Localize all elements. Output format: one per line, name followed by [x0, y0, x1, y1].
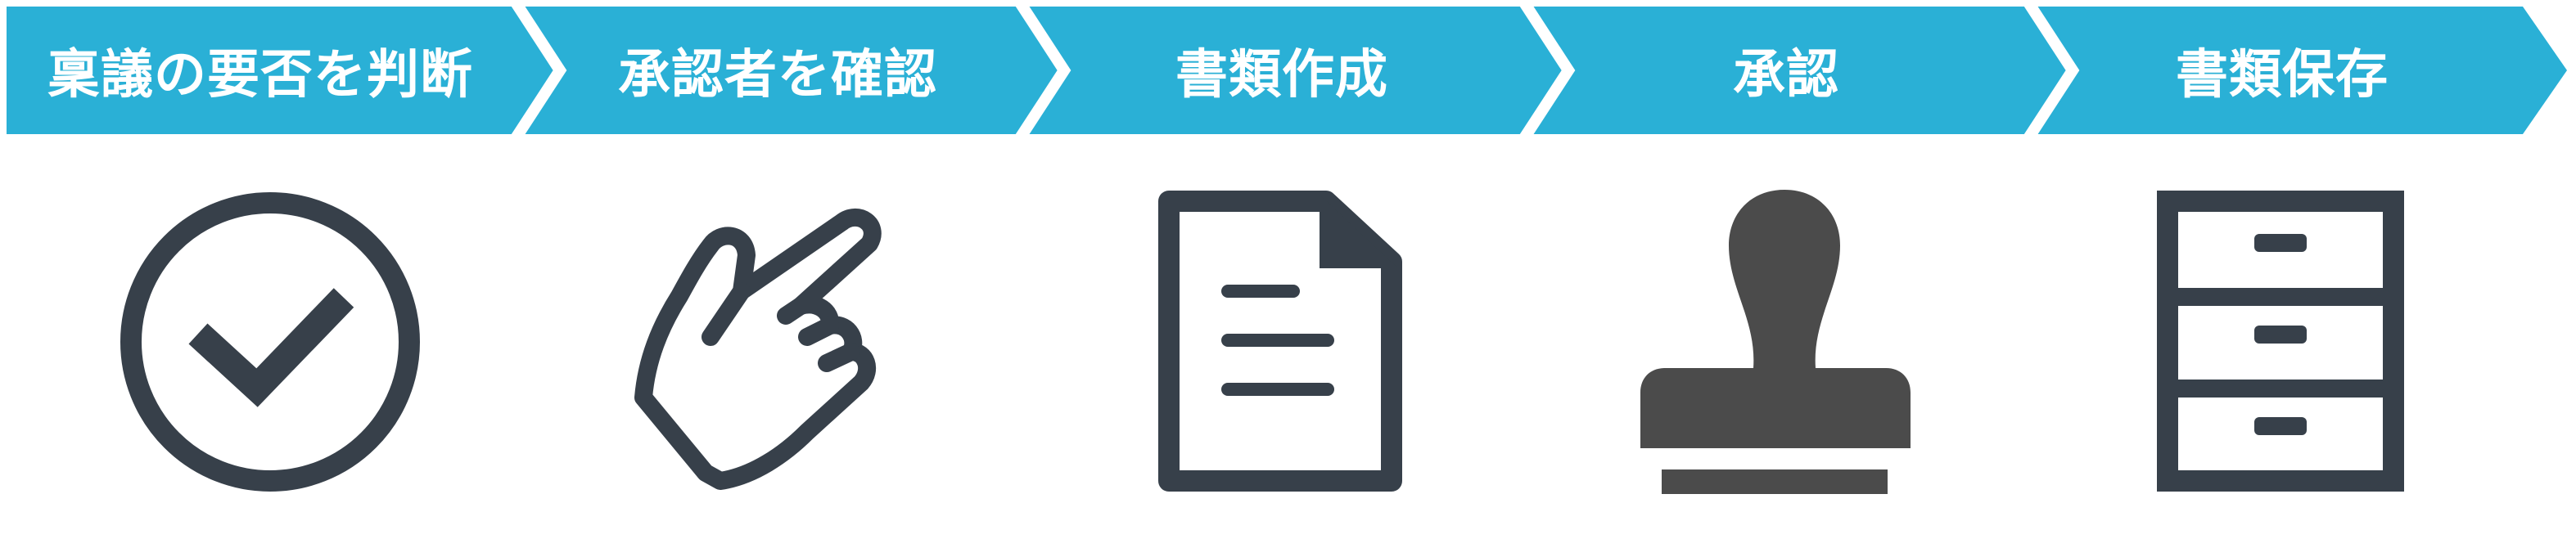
stamp-icon [1640, 190, 1911, 494]
chevron-separator-4 [2022, 0, 2080, 144]
step-3-label: 書類作成 [1175, 45, 1388, 106]
chevron-separator-1 [509, 0, 567, 144]
step-1-label: 稟議の要否を判断 [47, 45, 473, 106]
step-5-label: 書類保存 [2176, 45, 2389, 106]
chevron-separator-3 [1518, 0, 1576, 144]
chevron-separator-2 [1013, 0, 1071, 144]
check-circle-icon [120, 192, 420, 492]
pointing-hand-icon [634, 209, 882, 490]
step-4-label: 承認 [1733, 45, 1839, 106]
banner-background [7, 7, 2567, 134]
filing-cabinet-icon [2157, 191, 2404, 492]
document-icon [1158, 191, 1402, 492]
step-2-label: 承認者を確認 [618, 45, 937, 106]
